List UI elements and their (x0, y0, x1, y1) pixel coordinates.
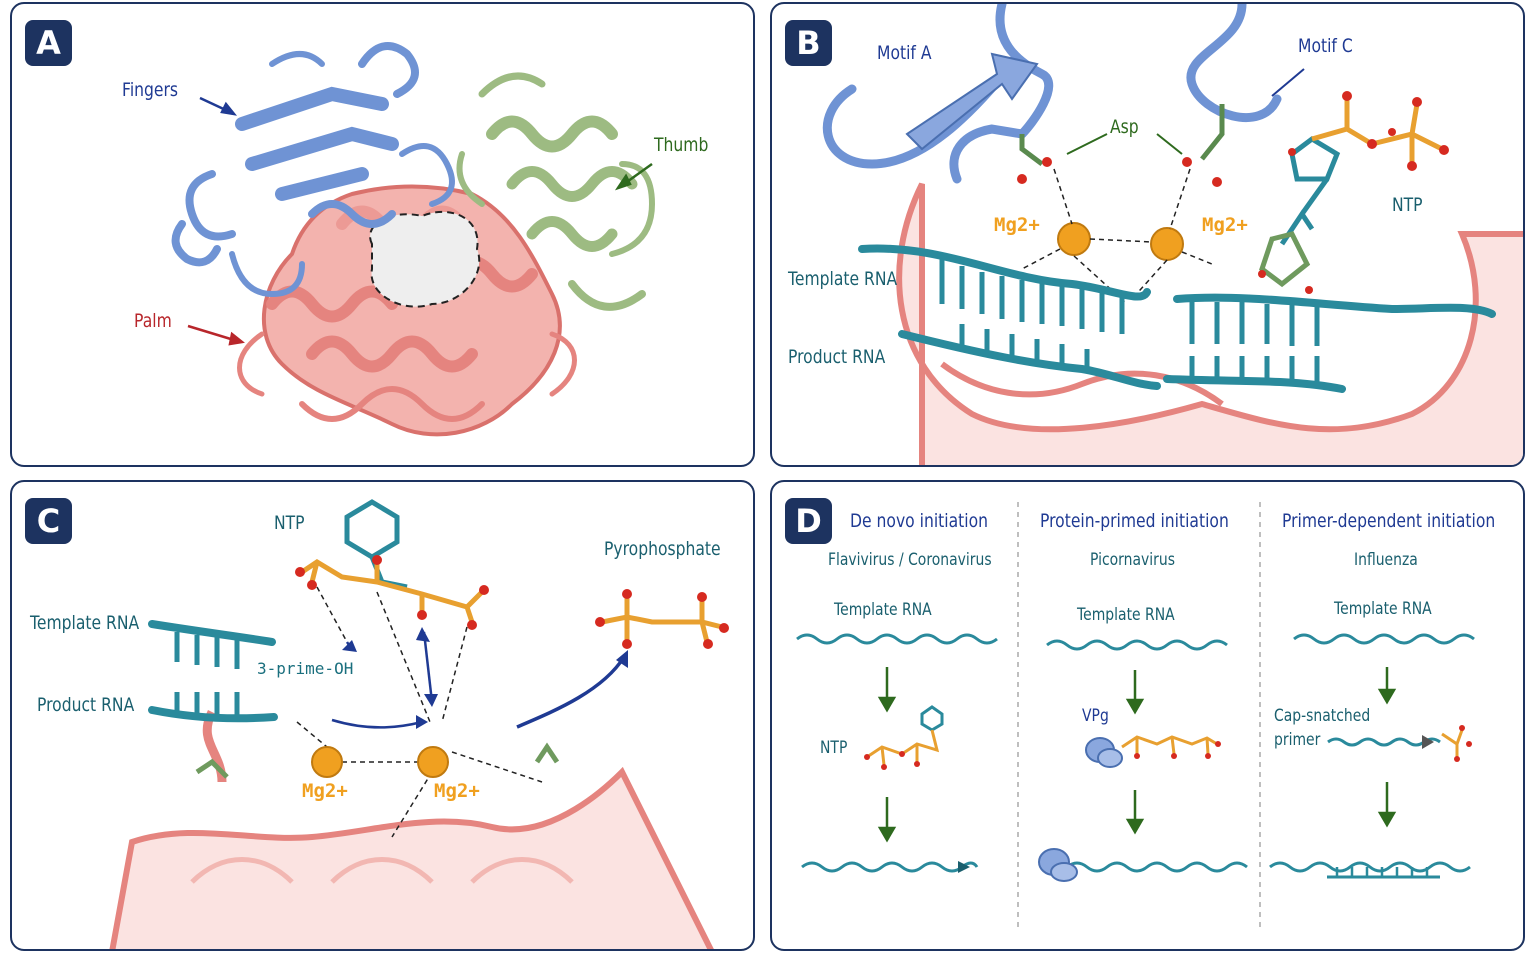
mg-ion-right (417, 746, 449, 778)
col3-cap-snatched-label: Cap-snatched (1274, 706, 1371, 726)
ntp-label: NTP (274, 512, 305, 534)
panel-c-badge: C (25, 498, 72, 544)
template-rna-label: Template RNA (30, 612, 140, 634)
motif-c-label: Motif C (1298, 35, 1353, 57)
col2-subtitle: Picornavirus (1090, 550, 1175, 570)
panel-d-badge: D (785, 498, 832, 544)
template-rna-bases (939, 259, 1320, 346)
col3-product-wave (1269, 861, 1471, 873)
thumb-label: Thumb (654, 134, 709, 156)
thumb-domain (456, 72, 656, 311)
ntp-label: NTP (1392, 194, 1423, 216)
fingers-label: Fingers (122, 79, 179, 101)
ntp-molecule (300, 499, 484, 623)
active-site-illustration (822, 4, 1523, 465)
polymerase-ribbon-illustration (171, 42, 656, 437)
col2-product-wave (1066, 861, 1248, 873)
product-rna-label: Product RNA (788, 346, 886, 368)
initiation-modes-illustration (796, 502, 1475, 927)
ntp-molecule (1259, 99, 1444, 288)
col1-product-wave (801, 861, 979, 873)
product-rna-label: Product RNA (37, 694, 135, 716)
panel-c-catalytic-mechanism: C NTP Pyrophosphate Template RNA Product… (10, 480, 755, 951)
col3-subtitle: Influenza (1354, 550, 1418, 570)
mg-ion-left (1057, 222, 1091, 256)
mg-label-right: Mg2+ (434, 780, 480, 802)
palm-domain (237, 184, 577, 437)
motif-a-arrow (905, 52, 1039, 151)
fingers-domain (171, 42, 455, 298)
panel-a-badge: A (25, 20, 72, 66)
col1-title: De novo initiation (850, 510, 989, 532)
three-prime-oh-label: 3-prime-OH (257, 659, 354, 678)
palm-label: Palm (134, 310, 172, 332)
catalysis-illustration (109, 499, 729, 949)
panel-b-badge: B (785, 20, 832, 66)
asp-label: Asp (1110, 116, 1139, 138)
template-rna-strand (858, 244, 1496, 318)
col1-subtitle: Flavivirus / Coronavirus (828, 550, 992, 570)
pyrophosphate-label: Pyrophosphate (604, 538, 721, 560)
col1-ntp-molecule (866, 705, 944, 766)
col3-template-label: Template RNA (1334, 599, 1432, 619)
panel-b-active-site: B Motif A Motif C Asp Mg2+ Mg2+ NTP Temp… (770, 2, 1525, 467)
col2-vpg-label: VPg (1082, 706, 1109, 726)
product-rna-strand (148, 706, 278, 723)
motif-a-label: Motif A (877, 42, 932, 64)
col3-template-wave (1293, 633, 1475, 645)
mg-ion-left (311, 746, 343, 778)
panel-d-initiation-modes: D De novo initiation Flavivirus / Corona… (770, 480, 1525, 951)
mg-label-left: Mg2+ (994, 214, 1040, 236)
col2-vpg-protein (1085, 737, 1123, 768)
col1-template-label: Template RNA (834, 600, 932, 620)
mg-label-right: Mg2+ (1202, 214, 1248, 236)
col2-vpg-product (1038, 848, 1078, 882)
mg-ion-right (1150, 227, 1184, 261)
pyrophosphate-molecule (601, 597, 723, 643)
template-rna-label: Template RNA (788, 268, 898, 290)
palm-background (896, 182, 1523, 465)
template-rna-strand (148, 620, 276, 646)
col2-title: Protein-primed initiation (1040, 510, 1229, 532)
col2-template-label: Template RNA (1077, 605, 1175, 625)
col1-ntp-label: NTP (820, 738, 848, 758)
col3-title: Primer-dependent initiation (1282, 510, 1496, 532)
mg-label-left: Mg2+ (302, 780, 348, 802)
panel-a-polymerase-structure: A Fingers Thumb Palm (10, 2, 755, 467)
col3-primer-label: primer (1274, 730, 1321, 750)
col2-template-wave (1046, 639, 1228, 651)
palm-surface (109, 766, 714, 949)
active-site-cavity (369, 210, 481, 308)
col1-template-wave (796, 633, 998, 645)
